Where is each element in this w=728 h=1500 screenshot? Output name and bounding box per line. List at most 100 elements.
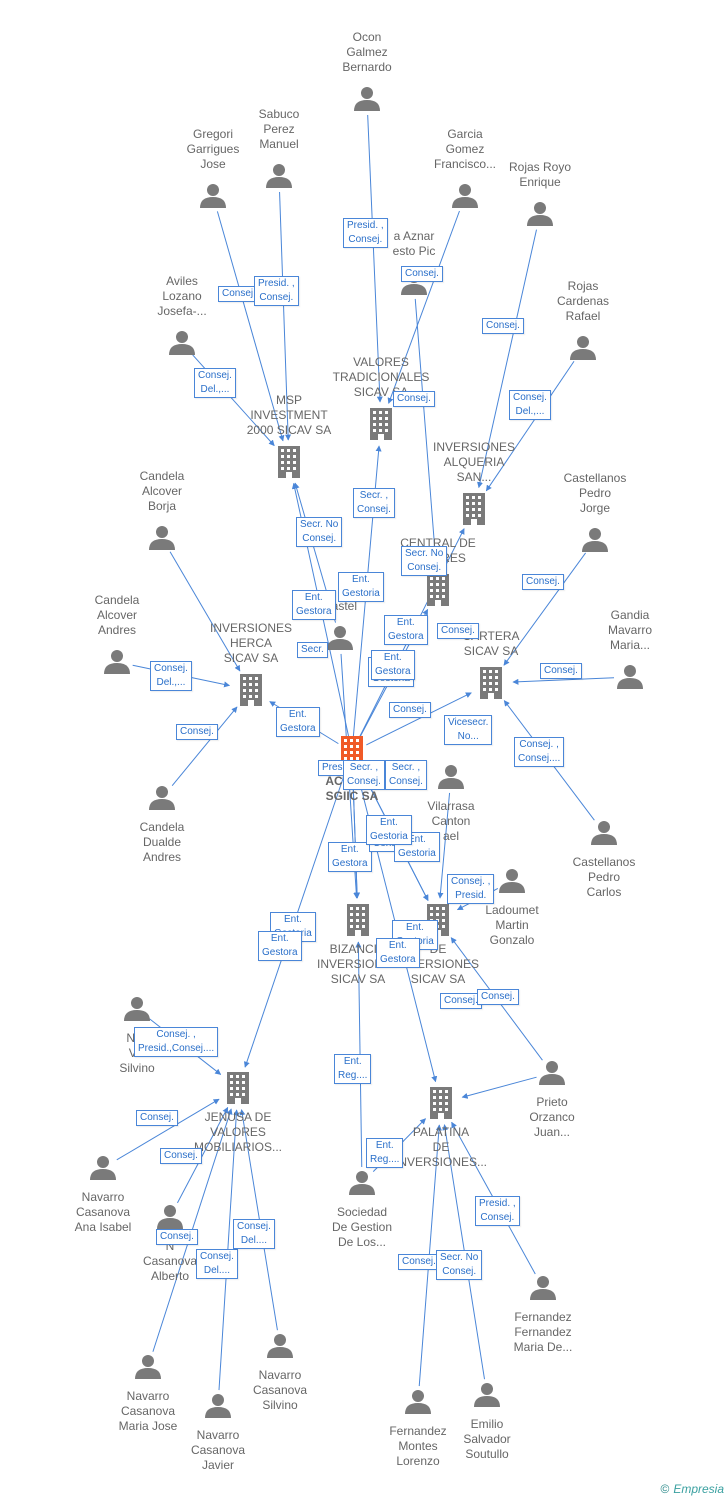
edge-p_gregori-msp xyxy=(216,211,285,442)
role-box[interactable]: Consej. xyxy=(440,993,482,1009)
role-box[interactable]: Consej. xyxy=(156,1229,198,1245)
role-box[interactable]: Consej. xyxy=(176,724,218,740)
person-icon[interactable] xyxy=(474,1383,500,1407)
person-icon[interactable] xyxy=(405,1390,431,1414)
role-box[interactable]: Ent. Gestoria xyxy=(338,572,384,602)
icons xyxy=(90,87,643,1418)
footer-credit[interactable]: ©Empresia xyxy=(660,1482,724,1496)
person-icon[interactable] xyxy=(205,1394,231,1418)
role-box[interactable]: Presid. , Consej. xyxy=(475,1196,520,1226)
person-icon[interactable] xyxy=(530,1276,556,1300)
person-icon[interactable] xyxy=(349,1171,375,1195)
role-box[interactable]: Consej. , Presid. xyxy=(447,874,495,904)
role-box[interactable]: Presid. , Consej. xyxy=(343,218,388,248)
role-box[interactable]: Ent. Gestora xyxy=(258,931,302,961)
role-box[interactable]: Ent. Gestora xyxy=(371,650,415,680)
person-icon[interactable] xyxy=(157,1205,183,1229)
person-icon[interactable] xyxy=(266,164,292,188)
role-box[interactable]: Consej. xyxy=(160,1148,202,1164)
building-icon[interactable] xyxy=(370,408,392,440)
role-box[interactable]: Ent. Gestora xyxy=(276,707,320,737)
person-icon[interactable] xyxy=(582,528,608,552)
edge-p_sabuco-msp xyxy=(279,191,292,441)
role-box[interactable]: Consej. Del.,... xyxy=(150,661,192,691)
person-icon[interactable] xyxy=(149,786,175,810)
role-box[interactable]: Consej. xyxy=(477,989,519,1005)
person-icon[interactable] xyxy=(539,1061,565,1085)
role-box[interactable]: Consej. xyxy=(482,318,524,334)
role-box[interactable]: Consej. xyxy=(437,623,479,639)
role-box[interactable]: Consej. xyxy=(401,266,443,282)
edge-p_garcia-valores_trad xyxy=(387,210,460,404)
person-icon[interactable] xyxy=(354,87,380,111)
role-box[interactable]: Secr. No Consej. xyxy=(401,546,448,576)
role-box[interactable]: Consej. xyxy=(218,286,260,302)
role-box[interactable]: Secr. No Consej. xyxy=(296,517,343,547)
role-box[interactable]: Ent. Gestora xyxy=(292,590,336,620)
role-box[interactable]: Consej. xyxy=(393,391,435,407)
role-box[interactable]: Consej. xyxy=(389,702,431,718)
building-icon[interactable] xyxy=(240,674,262,706)
role-box[interactable]: Presid. , Consej. xyxy=(254,276,299,306)
building-icon[interactable] xyxy=(227,1072,249,1104)
brand-name: Empresia xyxy=(673,1482,724,1496)
role-box[interactable]: Secr. No Consej. xyxy=(436,1250,483,1280)
role-box[interactable]: Ent. Reg.... xyxy=(334,1054,372,1084)
edge-p_vilarrasa-inv_de xyxy=(437,792,451,899)
person-icon[interactable] xyxy=(169,331,195,355)
role-box[interactable]: Consej. xyxy=(522,574,564,590)
person-icon[interactable] xyxy=(124,997,150,1021)
role-box[interactable]: Ent. Gestora xyxy=(376,938,420,968)
building-icon[interactable] xyxy=(480,667,502,699)
role-box[interactable]: Consej. xyxy=(540,663,582,679)
role-box[interactable]: Consej. , Presid.,Consej.... xyxy=(134,1027,219,1057)
building-icon[interactable] xyxy=(463,493,485,525)
edge-p_navalb-jenusa xyxy=(177,1106,229,1204)
edge-p_candelad-herca xyxy=(171,706,238,786)
role-box[interactable]: Ent. Gestoria xyxy=(394,832,440,862)
edge-activos-cartera xyxy=(366,692,472,746)
person-icon[interactable] xyxy=(591,821,617,845)
role-box[interactable]: Ent. Reg.... xyxy=(366,1138,404,1168)
role-box[interactable]: Consej. Del.... xyxy=(196,1249,238,1279)
person-icon[interactable] xyxy=(267,1334,293,1358)
building-icon[interactable] xyxy=(430,1087,452,1119)
person-icon[interactable] xyxy=(617,665,643,689)
role-box[interactable]: Secr. xyxy=(297,642,328,658)
role-box[interactable]: Ent. Gestora xyxy=(384,615,428,645)
person-icon[interactable] xyxy=(527,202,553,226)
person-icon[interactable] xyxy=(452,184,478,208)
role-box[interactable]: Consej. xyxy=(398,1254,440,1270)
person-icon[interactable] xyxy=(327,626,353,650)
role-box[interactable]: Secr. , Consej. xyxy=(385,760,427,790)
role-box[interactable]: Consej. xyxy=(136,1110,178,1126)
role-box[interactable]: Consej. Del.... xyxy=(233,1219,275,1249)
person-icon[interactable] xyxy=(135,1355,161,1379)
role-box[interactable]: Secr. , Consej. xyxy=(343,760,385,790)
role-box[interactable]: Ent. Gestora xyxy=(328,842,372,872)
edge-p_rojasroyo-alqueria xyxy=(477,229,537,489)
person-icon[interactable] xyxy=(90,1156,116,1180)
edge-p_ocon-valores_trad xyxy=(367,114,383,403)
edge-p_navab-jenusa xyxy=(116,1098,220,1161)
person-icon[interactable] xyxy=(149,526,175,550)
building-icon[interactable] xyxy=(278,446,300,478)
building-icon[interactable] xyxy=(427,574,449,606)
role-box[interactable]: Consej. Del.,... xyxy=(194,368,236,398)
role-box[interactable]: Consej. Del.,... xyxy=(509,390,551,420)
edge-p_aznar-central xyxy=(414,298,439,569)
person-icon[interactable] xyxy=(200,184,226,208)
building-icon[interactable] xyxy=(347,904,369,936)
person-icon[interactable] xyxy=(570,336,596,360)
edge-p_candelab-herca xyxy=(169,551,241,672)
role-box[interactable]: Ent. Gestoria xyxy=(366,815,412,845)
role-box[interactable]: Vicesecr. No... xyxy=(444,715,493,745)
edge-p_castj-cartera xyxy=(503,552,586,666)
role-box[interactable]: Secr. , Consej. xyxy=(353,488,395,518)
person-icon[interactable] xyxy=(499,869,525,893)
person-icon[interactable] xyxy=(104,650,130,674)
edge-p_prieto-palatina xyxy=(461,1076,537,1099)
role-box[interactable]: Consej. , Consej.... xyxy=(514,737,565,767)
person-icon[interactable] xyxy=(438,765,464,789)
